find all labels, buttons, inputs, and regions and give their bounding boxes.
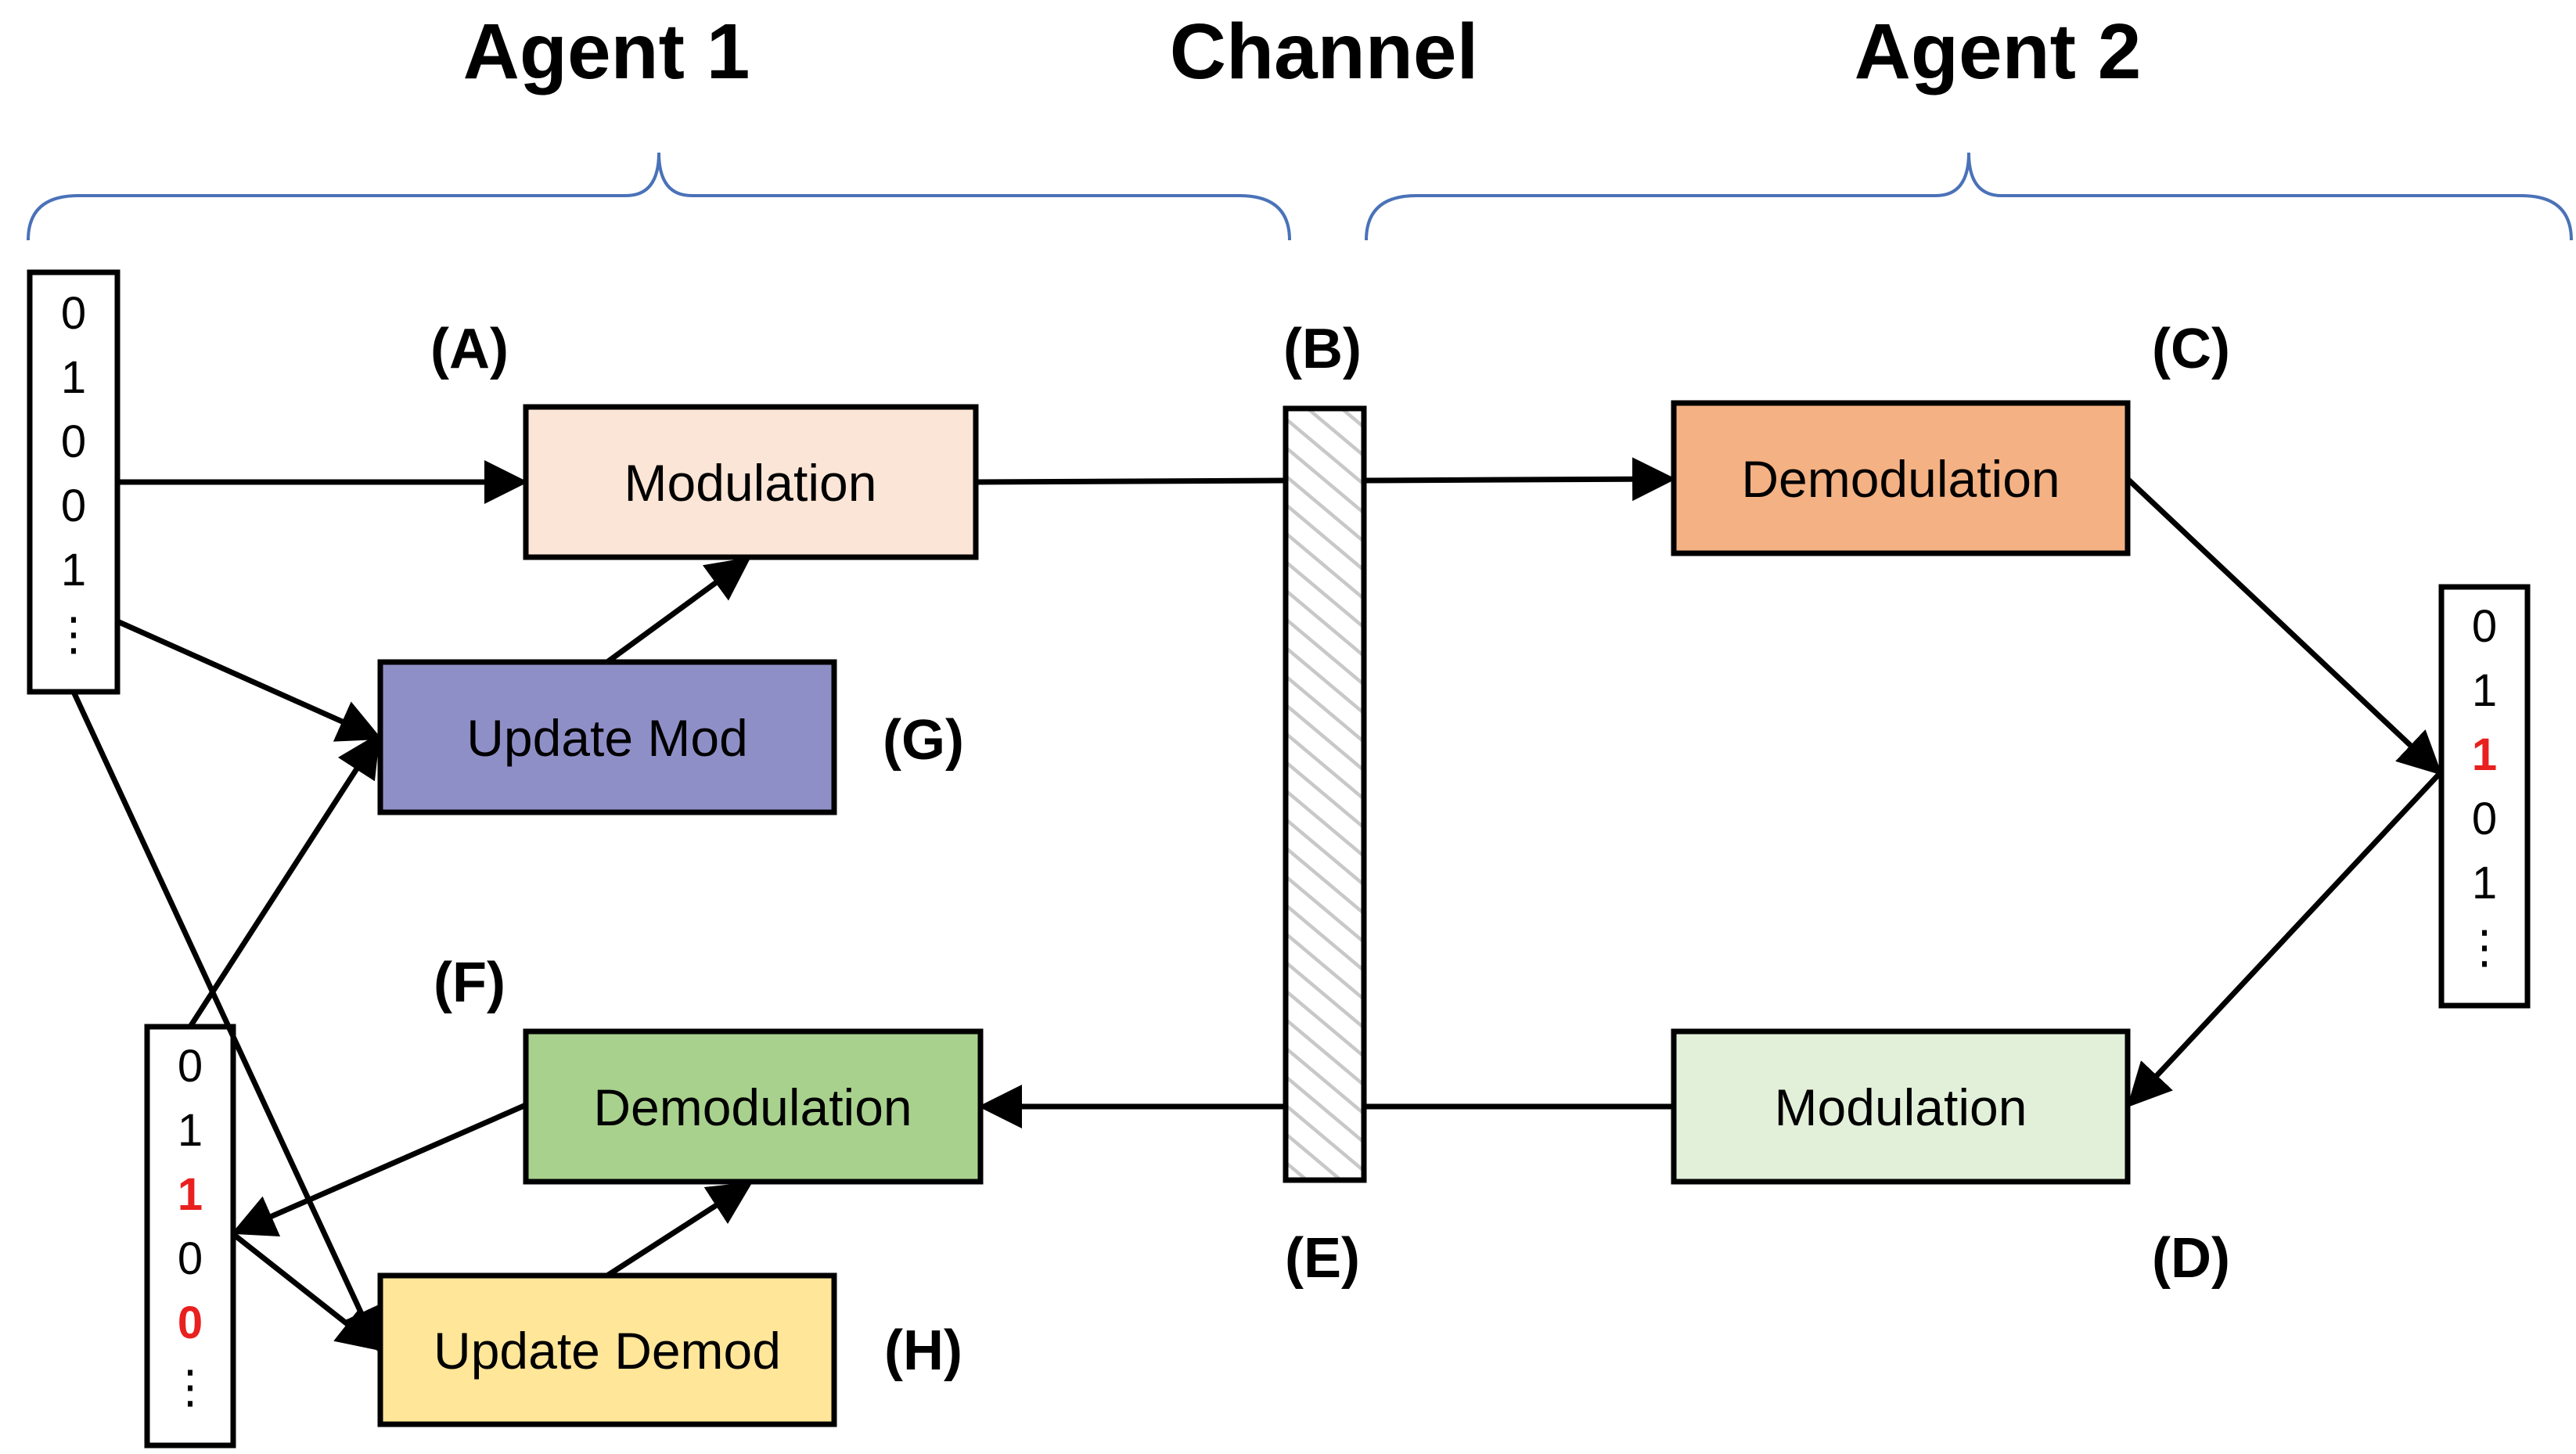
bit: 0 bbox=[61, 416, 86, 467]
arrow-received-to-update-demod bbox=[231, 1232, 382, 1351]
agent2-brace bbox=[1365, 152, 2573, 241]
bit-error: 0 bbox=[178, 1297, 203, 1348]
bit: 1 bbox=[178, 1105, 203, 1156]
bit: 1 bbox=[2472, 858, 2497, 909]
agent1-demodulation-label: Demodulation bbox=[593, 1078, 912, 1136]
arrow-source-to-update-mod bbox=[116, 618, 383, 742]
tag-f: (F) bbox=[434, 952, 505, 1014]
agent1-brace bbox=[27, 152, 1291, 241]
agent2-demodulation-box bbox=[1671, 400, 2131, 556]
agent1-demodulation-box bbox=[523, 1028, 984, 1185]
tag-h: (H) bbox=[884, 1319, 962, 1382]
agent1-modulation-label: Modulation bbox=[624, 454, 877, 512]
arrow-update-mod-to-modulation bbox=[605, 556, 751, 664]
source-bitstream: 0 1 0 0 1 ⋮ bbox=[51, 288, 96, 660]
agent1-update-mod-label: Update Mod bbox=[466, 709, 748, 767]
arrow-agent2-demodulation-to-bits bbox=[2125, 477, 2443, 776]
tag-e: (E) bbox=[1285, 1227, 1360, 1290]
agent1-update-mod-box bbox=[377, 659, 837, 815]
arrow-agent1-demodulation-to-bits bbox=[231, 1102, 527, 1236]
arrow-source-to-update-demod bbox=[70, 690, 381, 1353]
channel-heading: Channel bbox=[1170, 8, 1478, 95]
tag-a: (A) bbox=[430, 318, 509, 380]
agent1-received-bitstream: 0 1 1 0 0 ⋮ bbox=[167, 1041, 213, 1413]
agent2-received-bitstream-box bbox=[2438, 584, 2531, 1009]
arrow-bits-to-agent2-modulation bbox=[2127, 769, 2444, 1108]
agent2-demodulation-label: Demodulation bbox=[1741, 450, 2060, 508]
bit: ⋮ bbox=[2462, 922, 2507, 973]
bit: 0 bbox=[61, 480, 86, 531]
bit: 1 bbox=[61, 545, 86, 596]
tag-d: (D) bbox=[2152, 1227, 2230, 1290]
tag-c: (C) bbox=[2152, 318, 2230, 380]
bit: 1 bbox=[2472, 665, 2497, 716]
arrow-channel-to-agent2-demodulation bbox=[1363, 457, 1676, 502]
tag-g: (G) bbox=[883, 709, 964, 772]
bit-error: 1 bbox=[178, 1169, 203, 1220]
bit: 0 bbox=[178, 1041, 203, 1092]
arrow-update-demod-to-demodulation bbox=[606, 1182, 753, 1278]
agent2-heading: Agent 2 bbox=[1855, 8, 2142, 95]
bit-error: 1 bbox=[2472, 729, 2497, 780]
bit: 0 bbox=[61, 288, 86, 339]
tag-b: (B) bbox=[1283, 318, 1362, 380]
arrow-received-to-update-mod bbox=[188, 732, 380, 1028]
agent2-received-bitstream: 0 1 1 0 1 ⋮ bbox=[2462, 601, 2507, 973]
agent1-update-demod-box bbox=[377, 1272, 837, 1427]
bit: 0 bbox=[178, 1233, 203, 1284]
bit: 0 bbox=[2472, 601, 2497, 652]
bit: ⋮ bbox=[51, 609, 96, 660]
channel-block bbox=[1283, 405, 1367, 1183]
line-modulation-to-channel bbox=[975, 477, 1286, 485]
bit: ⋮ bbox=[167, 1362, 213, 1413]
agent1-heading: Agent 1 bbox=[463, 8, 750, 95]
bit: 0 bbox=[2472, 794, 2497, 844]
bit: 1 bbox=[61, 352, 86, 403]
agent2-modulation-label: Modulation bbox=[1775, 1078, 2027, 1136]
agent1-update-demod-label: Update Demod bbox=[434, 1322, 781, 1380]
